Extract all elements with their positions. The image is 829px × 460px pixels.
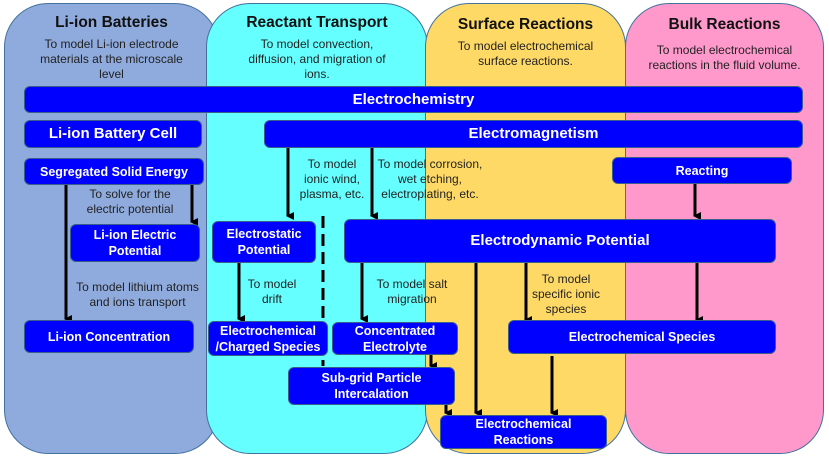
column-description: To model convection, diffusion, and migr…	[248, 37, 386, 81]
node-electrochemistry[interactable]: Electrochemistry	[24, 86, 803, 113]
column-description: To model electrochemical surface reactio…	[457, 39, 594, 68]
column-description: To model electrochemical reactions in th…	[648, 43, 801, 72]
note-corrosion: To model corrosion, wet etching, electro…	[377, 157, 483, 201]
node-li-ion-concentration[interactable]: Li-ion Concentration	[24, 320, 194, 353]
note-drift: To model drift	[247, 277, 297, 306]
node-li-ion-electric-potential[interactable]: Li-ion Electric Potential	[70, 224, 200, 262]
note-ionic-species: To model specific ionic species	[531, 272, 601, 316]
node-electrochemical-charged-species[interactable]: Electrochemical /Charged Species	[208, 321, 328, 356]
column-title: Surface Reactions	[457, 16, 594, 33]
node-reacting[interactable]: Reacting	[612, 157, 792, 184]
node-li-ion-battery-cell[interactable]: Li-ion Battery Cell	[24, 120, 202, 148]
note-lithium-transport: To model lithium atoms and ions transpor…	[76, 280, 199, 309]
note-ionic-wind: To model ionic wind, plasma, etc.	[299, 157, 365, 201]
note-salt-migration: To model salt migration	[376, 277, 448, 306]
note-solve-potential: To solve for the electric potential	[86, 187, 174, 216]
node-subgrid-particle-intercalation[interactable]: Sub-grid Particle Intercalation	[288, 367, 455, 405]
node-electromagnetism[interactable]: Electromagnetism	[264, 120, 803, 148]
node-electrodynamic-potential[interactable]: Electrodynamic Potential	[344, 219, 776, 263]
column-title: Li-ion Batteries	[55, 14, 168, 31]
column-title: Bulk Reactions	[668, 16, 781, 33]
node-concentrated-electrolyte[interactable]: Concentrated Electrolyte	[332, 322, 458, 355]
node-electrochemical-species[interactable]: Electrochemical Species	[508, 320, 776, 354]
node-electrostatic-potential[interactable]: Electrostatic Potential	[212, 221, 316, 263]
column-title: Reactant Transport	[246, 14, 388, 31]
node-segregated-solid-energy[interactable]: Segregated Solid Energy	[24, 158, 204, 185]
node-electrochemical-reactions[interactable]: Electrochemical Reactions	[440, 415, 607, 449]
column-description: To model Li-ion electrode materials at t…	[40, 37, 183, 81]
